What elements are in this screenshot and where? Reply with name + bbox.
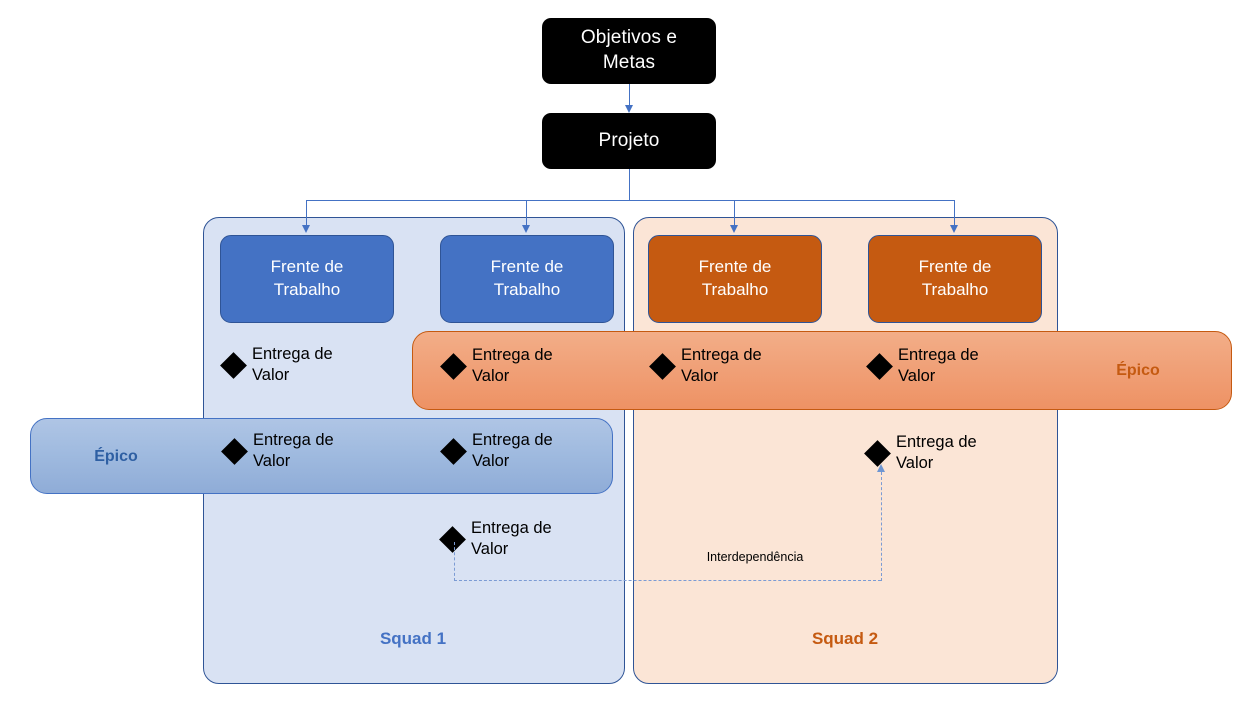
frente-4-label: Frente de Trabalho <box>918 257 992 299</box>
connector-drop-1 <box>306 200 308 226</box>
entrega-de-valor-epic-o-2[interactable]: Entrega de Valor <box>649 345 762 387</box>
entrega-de-valor-s1-a[interactable]: Entrega de Valor <box>220 344 333 386</box>
entrega-label: Entrega de Valor <box>896 433 977 473</box>
connector-drop-3 <box>734 200 736 226</box>
arrowhead-frente-4 <box>950 225 958 233</box>
squad-2-label: Squad 2 <box>811 629 879 648</box>
entrega-de-valor-s1-d[interactable]: Entrega de Valor <box>439 518 552 560</box>
entrega-label: Entrega de Valor <box>472 346 553 386</box>
arrowhead-projeto <box>624 105 633 113</box>
frente-de-trabalho-1[interactable]: Frente de Trabalho <box>220 235 394 323</box>
diamond-icon <box>440 437 467 465</box>
entrega-de-valor-epic-b-2[interactable]: Entrega de Valor <box>440 430 553 472</box>
connector-objetivos-projeto <box>628 84 630 106</box>
entrega-de-valor-epic-o-3[interactable]: Entrega de Valor <box>866 345 979 387</box>
entrega-label: Entrega de Valor <box>252 345 333 385</box>
entrega-label: Entrega de Valor <box>471 519 552 559</box>
diamond-icon <box>649 352 676 380</box>
interdependencia-label: Interdependência <box>706 550 804 564</box>
connector-drop-4 <box>954 200 956 226</box>
entrega-de-valor-epic-b-1[interactable]: Entrega de Valor <box>221 430 334 472</box>
squad-1-label: Squad 1 <box>379 629 447 648</box>
frente-de-trabalho-4[interactable]: Frente de Trabalho <box>868 235 1042 323</box>
diamond-icon <box>864 439 891 467</box>
node-objetivos-e-metas[interactable]: Objetivos e Metas <box>542 18 716 84</box>
epic-band-blue[interactable]: Épico Entrega de Valor Entrega de Valor <box>30 418 613 494</box>
diamond-icon <box>220 351 247 379</box>
epic-band-orange[interactable]: Entrega de Valor Entrega de Valor Entreg… <box>412 331 1232 410</box>
connector-drop-2 <box>526 200 528 226</box>
frente-de-trabalho-3[interactable]: Frente de Trabalho <box>648 235 822 323</box>
entrega-de-valor-s2-d[interactable]: Entrega de Valor <box>864 432 977 474</box>
connector-fanout-bus <box>306 200 954 202</box>
interdependencia-segment-up <box>880 472 882 581</box>
arrowhead-frente-1 <box>302 225 310 233</box>
arrowhead-frente-2 <box>522 225 530 233</box>
interdependencia-segment-down <box>454 542 455 581</box>
diamond-icon <box>439 525 466 553</box>
frente-1-label: Frente de Trabalho <box>270 257 344 299</box>
diamond-icon <box>221 437 248 465</box>
epic-orange-label: Épico <box>1116 362 1160 379</box>
entrega-label: Entrega de Valor <box>681 346 762 386</box>
interdependencia-segment-across <box>454 580 881 581</box>
node-projeto[interactable]: Projeto <box>542 113 716 169</box>
frente-2-label: Frente de Trabalho <box>490 257 564 299</box>
epic-blue-label: Épico <box>94 448 138 465</box>
node-projeto-label: Projeto <box>598 129 660 151</box>
entrega-de-valor-epic-o-1[interactable]: Entrega de Valor <box>440 345 553 387</box>
diamond-icon <box>440 352 467 380</box>
frente-3-label: Frente de Trabalho <box>698 257 772 299</box>
arrowhead-frente-3 <box>730 225 738 233</box>
entrega-label: Entrega de Valor <box>253 431 334 471</box>
connector-projeto-stem <box>628 169 630 201</box>
diamond-icon <box>866 352 893 380</box>
node-objetivos-label: Objetivos e Metas <box>580 27 678 73</box>
arrowhead-interdependencia <box>876 464 885 472</box>
entrega-label: Entrega de Valor <box>472 431 553 471</box>
frente-de-trabalho-2[interactable]: Frente de Trabalho <box>440 235 614 323</box>
entrega-label: Entrega de Valor <box>898 346 979 386</box>
